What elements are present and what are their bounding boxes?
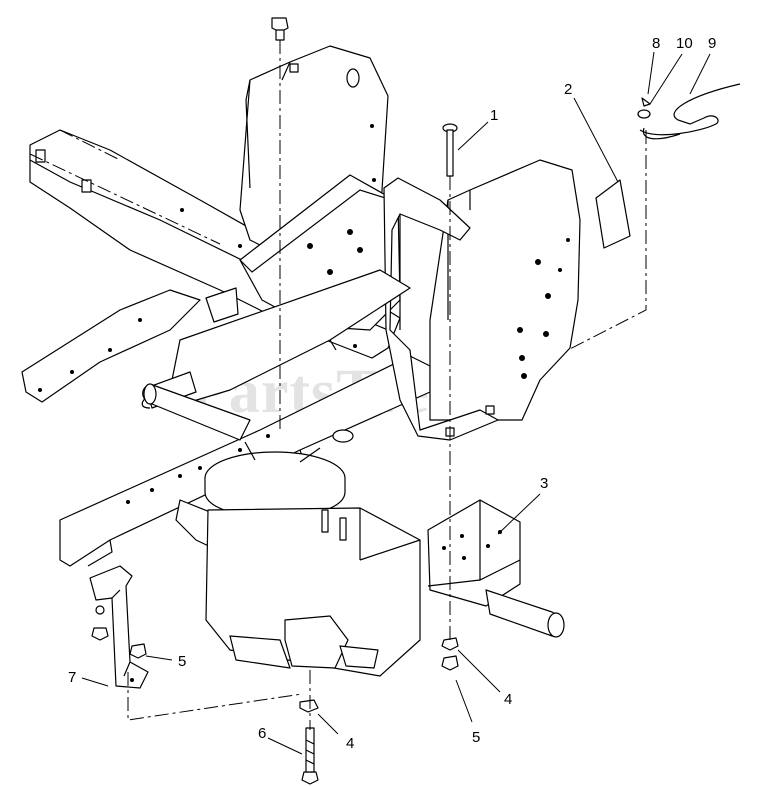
lower-left-arm xyxy=(21,289,201,403)
callout-4-left: 4 xyxy=(346,735,354,752)
z-bracket xyxy=(89,565,149,689)
assembly-centerlines xyxy=(29,40,647,730)
left-axle-stub xyxy=(142,383,251,441)
right-washer-nut xyxy=(441,637,459,671)
callout-6: 6 xyxy=(258,725,266,742)
callout-8: 8 xyxy=(652,35,660,52)
lower-washer xyxy=(299,699,319,713)
transmission-pulley xyxy=(204,429,354,519)
callout-3: 3 xyxy=(540,475,548,492)
transmission-housing xyxy=(205,507,421,677)
callout-labels: 1 2 3 4 5 5 7 6 4 8 10 9 xyxy=(68,35,716,752)
right-mount-plate xyxy=(429,159,581,421)
bottom-bolt xyxy=(301,727,319,785)
leader-lines xyxy=(81,51,711,755)
callout-10: 10 xyxy=(676,35,693,52)
decal xyxy=(595,179,631,249)
callout-2: 2 xyxy=(564,81,572,98)
callout-5-right: 5 xyxy=(472,729,480,746)
callout-9: 9 xyxy=(708,35,716,52)
callout-1: 1 xyxy=(490,107,498,124)
long-bolt xyxy=(442,123,458,177)
top-bolt xyxy=(271,17,289,41)
callout-5-left: 5 xyxy=(178,653,186,670)
axle-tube xyxy=(427,499,565,638)
rod-assembly xyxy=(637,83,741,140)
callout-4-right: 4 xyxy=(504,691,512,708)
callout-7: 7 xyxy=(68,669,76,686)
